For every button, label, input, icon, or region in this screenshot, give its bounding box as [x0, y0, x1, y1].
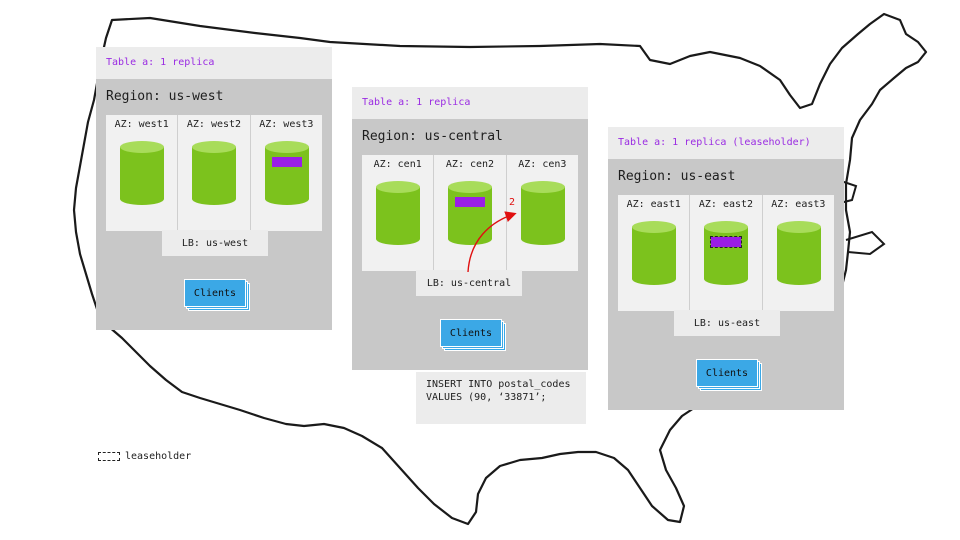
- clients-label: Clients: [184, 279, 246, 307]
- database-node-icon: [192, 141, 237, 205]
- region-body: Region: us-central AZ: cen1 AZ: cen2 AZ:…: [352, 119, 588, 370]
- legend-label: leaseholder: [125, 451, 192, 462]
- az-west1: AZ: west1: [106, 115, 177, 231]
- load-balancer: LB: us-west: [162, 230, 268, 256]
- load-balancer: LB: us-east: [674, 310, 780, 336]
- region-title: Region: us-central: [362, 129, 503, 144]
- database-node-icon: [632, 221, 676, 285]
- database-node-icon: [776, 221, 821, 285]
- az-east2: AZ: east2: [689, 195, 761, 311]
- availability-zones: AZ: east1 AZ: east2 AZ: east3: [618, 195, 834, 311]
- az-label: AZ: west3: [259, 119, 314, 130]
- region-body: Region: us-east AZ: east1 AZ: east2 AZ: …: [608, 159, 844, 410]
- leaseholder-replica-marker: [710, 236, 743, 248]
- replica-marker: [271, 157, 302, 167]
- az-west2: AZ: west2: [177, 115, 249, 231]
- az-label: AZ: east2: [698, 199, 754, 210]
- database-node-icon: [376, 181, 420, 245]
- leaseholder-legend-icon: [98, 452, 120, 461]
- database-node-icon: [264, 141, 309, 205]
- clients-label: Clients: [440, 319, 502, 347]
- az-label: AZ: east3: [771, 199, 826, 210]
- az-west3: AZ: west3: [249, 115, 322, 231]
- clients-label: Clients: [696, 359, 758, 387]
- region-body: Region: us-west AZ: west1 AZ: west2 AZ: …: [96, 79, 332, 330]
- database-node-icon: [120, 141, 164, 205]
- az-cen3: AZ: cen3: [505, 155, 578, 271]
- az-east1: AZ: east1: [618, 195, 689, 311]
- sql-line-1: INSERT INTO postal_codes: [426, 379, 571, 390]
- az-cen1: AZ: cen1: [362, 155, 433, 271]
- az-label: AZ: cen2: [445, 159, 495, 170]
- database-node-icon: [448, 181, 493, 245]
- replica-marker: [455, 197, 486, 207]
- clients-stack: Clients: [696, 359, 762, 391]
- region-title: Region: us-west: [106, 89, 224, 104]
- az-label: AZ: cen1: [373, 159, 422, 170]
- clients-stack: Clients: [440, 319, 506, 351]
- database-node-icon: [520, 181, 565, 245]
- load-balancer: LB: us-central: [416, 270, 522, 296]
- availability-zones: AZ: west1 AZ: west2 AZ: west3: [106, 115, 322, 231]
- az-label: AZ: west1: [114, 119, 169, 130]
- region-us-east: Table a: 1 replica (leaseholder) Region:…: [608, 127, 844, 410]
- clients-stack: Clients: [184, 279, 250, 311]
- sql-statement: INSERT INTO postal_codes VALUES (90, ‘33…: [416, 372, 586, 424]
- availability-zones: AZ: cen1 AZ: cen2 AZ: cen3: [362, 155, 578, 271]
- region-title: Region: us-east: [618, 169, 736, 184]
- az-cen2: AZ: cen2: [433, 155, 505, 271]
- region-us-west: Table a: 1 replica Region: us-west AZ: w…: [96, 47, 332, 330]
- table-replica-header: Table a: 1 replica: [96, 47, 332, 79]
- az-east3: AZ: east3: [761, 195, 834, 311]
- database-node-icon: [704, 221, 749, 285]
- sql-line-2: VALUES (90, ‘33871’;: [426, 392, 547, 403]
- table-replica-header: Table a: 1 replica (leaseholder): [608, 127, 844, 159]
- region-us-central: Table a: 1 replica Region: us-central AZ…: [352, 87, 588, 370]
- az-label: AZ: east1: [626, 199, 681, 210]
- az-label: AZ: west2: [186, 119, 242, 130]
- table-replica-header: Table a: 1 replica: [352, 87, 588, 119]
- legend: leaseholder: [98, 451, 191, 462]
- az-label: AZ: cen3: [518, 159, 567, 170]
